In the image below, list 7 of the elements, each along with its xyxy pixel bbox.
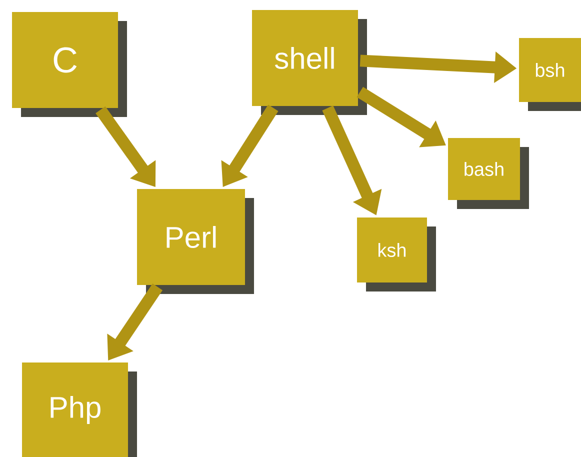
language-box: ksh <box>357 218 436 292</box>
language-box: Perl <box>137 189 254 294</box>
language-box: shell <box>252 10 367 115</box>
language-box: bash <box>448 138 529 209</box>
language-box: Php <box>22 362 137 457</box>
language-box: bsh <box>519 38 581 111</box>
language-box: C <box>12 12 127 117</box>
